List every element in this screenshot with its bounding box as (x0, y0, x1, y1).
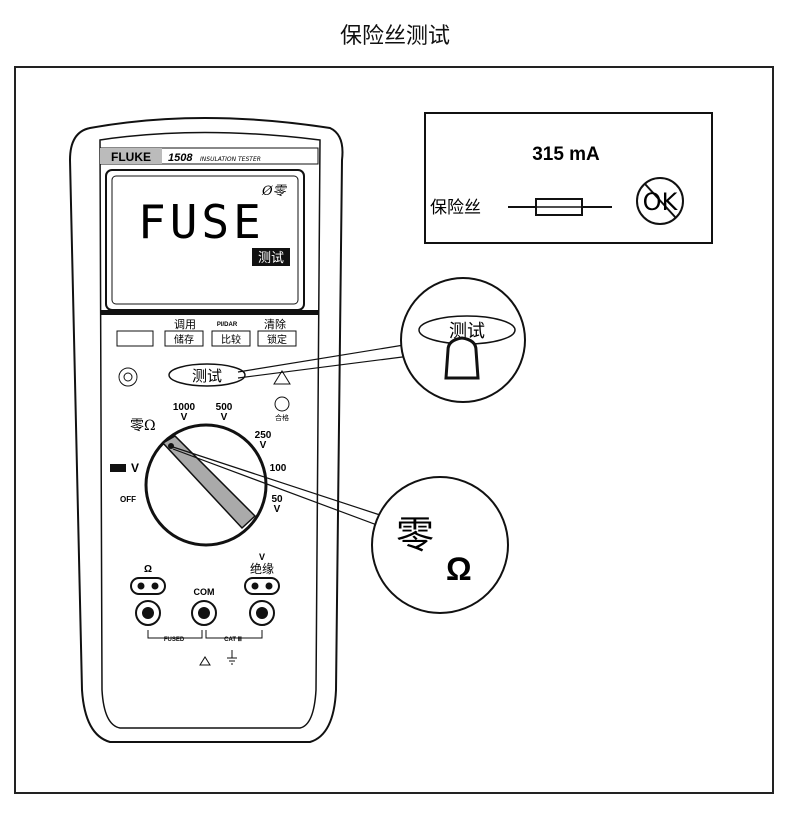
dial-50-unit: V (274, 504, 281, 515)
finger-press-icon (444, 336, 480, 380)
lock-button[interactable]: 锁定 (257, 330, 297, 347)
warning-icon (199, 656, 211, 666)
page-title: 保险丝测试 (339, 24, 450, 49)
test-button-callout: 测试 (400, 277, 526, 403)
model-description: INSULATION TESTER (200, 156, 261, 163)
figure-frame (14, 66, 774, 794)
dial-250: 250 (255, 430, 272, 441)
svg-text:储存: 储存 (174, 333, 194, 346)
pass-label: 合格 (275, 413, 289, 422)
test-button[interactable]: 测试 (168, 363, 246, 387)
ok-status: OK (643, 188, 679, 216)
dial-500-unit: V (221, 412, 228, 423)
rotary-dial[interactable] (144, 423, 268, 547)
store-button[interactable]: 储存 (164, 330, 204, 347)
dial-1000: 1000 (173, 402, 196, 413)
zero-ohm-callout: 零 Ω (371, 476, 509, 614)
ohm-jack-label: Ω (144, 564, 152, 575)
dial-500: 500 (216, 402, 233, 413)
pi-dar-label: PI/DAR (217, 322, 238, 328)
callout-test-label: 测试 (449, 321, 485, 342)
fuse-rating: 315 mA (532, 144, 600, 165)
compare-button[interactable]: 比较 (211, 330, 251, 347)
svg-text:锁定: 锁定 (267, 333, 287, 346)
recall-label: 调用 (174, 318, 196, 331)
dial-off: OFF (120, 495, 136, 504)
callout-ohm: Ω (446, 551, 472, 587)
cat-rating-label: CAT Ⅲ (224, 636, 242, 643)
lcd-main-reading: FUSE (138, 195, 265, 249)
dial-100: 100 (270, 463, 287, 474)
clear-label: 清除 (264, 317, 286, 331)
dial-250-unit: V (260, 440, 267, 451)
blank-button[interactable] (116, 330, 154, 347)
fused-label: FUSED (164, 637, 185, 643)
callout-zero: 零 (396, 513, 434, 557)
lcd-zero-indicator: Ø零 (261, 184, 288, 199)
svg-text:测试: 测试 (192, 367, 222, 385)
lcd-test-indicator: 测试 (258, 251, 284, 266)
battery-icon (110, 464, 126, 472)
ground-icon (227, 650, 237, 665)
backlight-button[interactable] (118, 367, 138, 387)
dial-50: 50 (271, 494, 283, 505)
insulation-v-label: V (259, 552, 265, 562)
not-ok-slash (644, 183, 677, 219)
com-jack-label: COM (194, 587, 215, 597)
dial-zero-ohm: 零Ω (130, 418, 156, 434)
fuse-label: 保险丝 (430, 198, 481, 218)
dial-dc-v: V (131, 461, 139, 475)
ohm-jack[interactable] (130, 577, 166, 626)
model-number: 1508 (168, 152, 193, 164)
insulation-jack-label: 绝缘 (250, 561, 274, 576)
dial-1000-unit: V (181, 412, 188, 423)
multimeter: FLUKE 1508 INSULATION TESTER FUSE Ø零 测试 … (68, 117, 344, 743)
svg-text:比较: 比较 (221, 333, 241, 346)
insulation-jack[interactable] (244, 577, 280, 626)
brand-logo: FLUKE (111, 150, 151, 164)
warning-icon (273, 370, 291, 385)
pass-indicator (274, 396, 290, 412)
fuse-result-inset: 315 mA 保险丝 OK (424, 112, 713, 244)
com-jack[interactable] (191, 600, 217, 626)
